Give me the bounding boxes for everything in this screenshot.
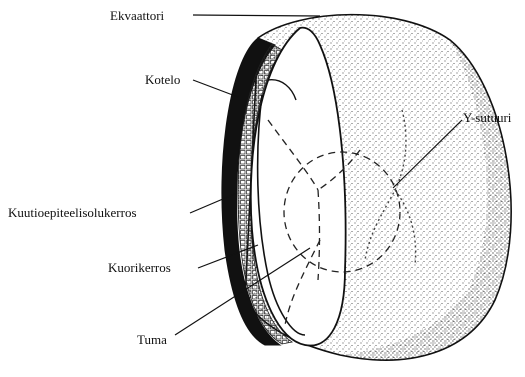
label-kuorikerros: Kuorikerros — [108, 260, 171, 275]
label-ekvaattori: Ekvaattori — [110, 8, 164, 23]
label-kotelo: Kotelo — [145, 72, 180, 87]
label-tuma: Tuma — [137, 332, 167, 347]
label-kuutioepiteelisolukerros: Kuutioepiteelisolukerros — [8, 205, 137, 220]
label-y-sutuuri: Y-sutuuri — [463, 110, 511, 125]
leader-ekvaattori — [193, 15, 320, 16]
leader-kotelo — [193, 80, 238, 97]
